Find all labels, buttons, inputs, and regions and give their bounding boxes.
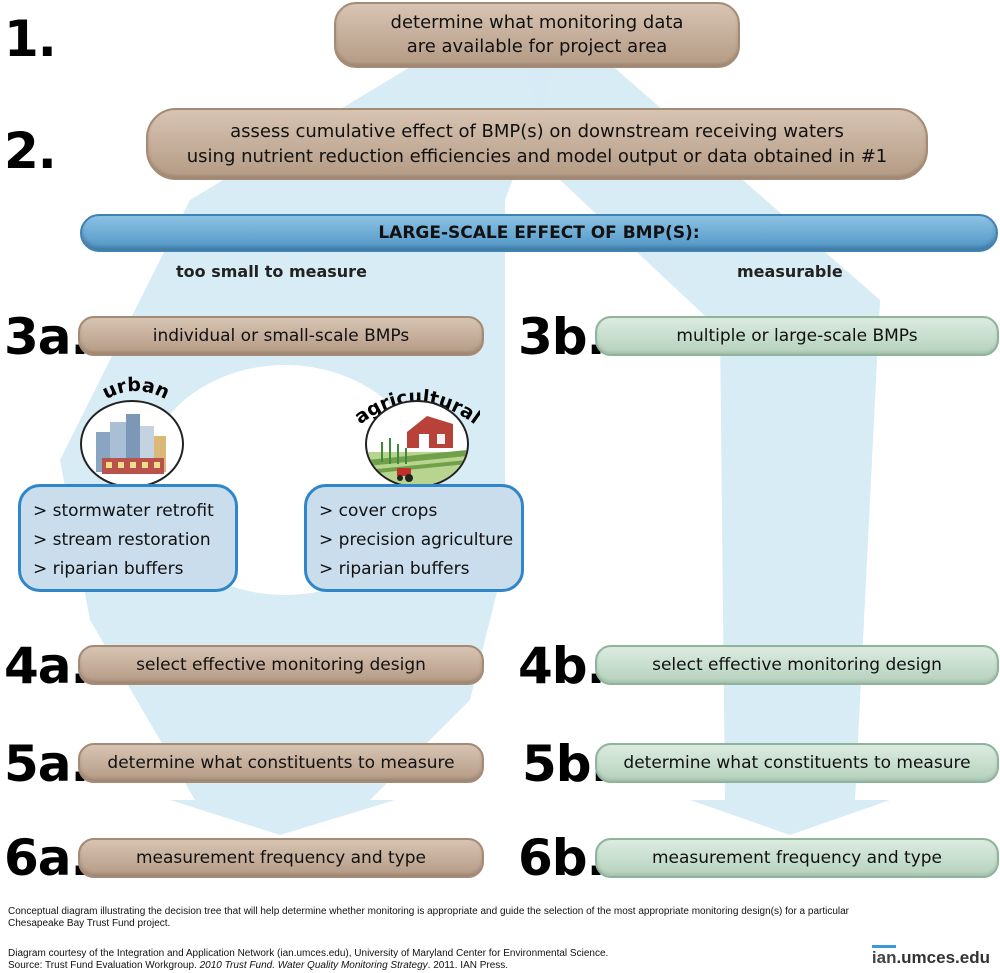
large-scale-effect-banner: LARGE-SCALE EFFECT OF BMP(S): bbox=[80, 214, 998, 252]
caption-line-1: Conceptual diagram illustrating the deci… bbox=[8, 906, 850, 917]
step-5a-label: determine what constituents to measure bbox=[107, 753, 455, 773]
branch-label-too-small: too small to measure bbox=[176, 262, 367, 281]
caption-line-2: Chesapeake Bay Trust Fund project. bbox=[8, 918, 171, 929]
urban-item-1: > stormwater retrofit bbox=[33, 501, 214, 521]
urban-item-2: > stream restoration bbox=[33, 530, 211, 550]
step-4b-label: select effective monitoring design bbox=[652, 655, 942, 675]
step-1-line-2: are available for project area bbox=[406, 36, 668, 57]
step-2-line-1: assess cumulative effect of BMP(s) on do… bbox=[230, 121, 844, 142]
step-4a-label: select effective monitoring design bbox=[136, 655, 426, 675]
step-6b-number: 6b. bbox=[518, 829, 606, 887]
step-3b-label: multiple or large-scale BMPs bbox=[676, 326, 918, 346]
farm-barn-icon bbox=[367, 416, 467, 486]
step-2-line-2: using nutrient reduction efficiencies an… bbox=[186, 146, 888, 167]
agricultural-item-3: > riparian buffers bbox=[319, 559, 470, 579]
step-5a-number: 5a. bbox=[4, 735, 90, 793]
urban-item-3: > riparian buffers bbox=[33, 559, 184, 579]
agricultural-item-2: > precision agriculture bbox=[319, 530, 514, 550]
step-3a-box: individual or small-scale BMPs bbox=[78, 316, 484, 356]
step-2-box: assess cumulative effect of BMP(s) on do… bbox=[146, 108, 928, 180]
logo-ian: ian bbox=[871, 945, 897, 967]
urban-bmp-list: > stormwater retrofit > stream restorati… bbox=[18, 484, 238, 592]
branch-label-measurable: measurable bbox=[737, 262, 843, 281]
step-4a-box: select effective monitoring design bbox=[78, 645, 484, 685]
step-6b-box: measurement frequency and type bbox=[595, 838, 999, 878]
agricultural-bmp-list: > cover crops > precision agriculture > … bbox=[304, 484, 524, 592]
step-5b-label: determine what constituents to measure bbox=[623, 753, 971, 773]
caption-source-line: Source: Trust Fund Evaluation Workgroup.… bbox=[8, 960, 808, 972]
step-5b-box: determine what constituents to measure bbox=[595, 743, 999, 783]
caption-credit-line: Diagram courtesy of the Integration and … bbox=[8, 948, 609, 959]
step-4b-box: select effective monitoring design bbox=[595, 645, 999, 685]
step-5a-box: determine what constituents to measure bbox=[78, 743, 484, 783]
step-2-number: 2. bbox=[4, 122, 57, 180]
urban-title: urban bbox=[99, 374, 173, 404]
caption-source-suffix: . 2011. IAN Press. bbox=[427, 960, 509, 971]
caption-source-prefix: Source: Trust Fund Evaluation Workgroup. bbox=[8, 960, 197, 971]
step-1-line-1: determine what monitoring data bbox=[390, 12, 684, 33]
step-4a-number: 4a. bbox=[4, 637, 90, 695]
step-4b-number: 4b. bbox=[518, 637, 606, 695]
step-1-number: 1. bbox=[4, 10, 57, 68]
caption-credit: Diagram courtesy of the Integration and … bbox=[8, 948, 808, 972]
step-3a-label: individual or small-scale BMPs bbox=[152, 326, 410, 346]
agricultural-item-1: > cover crops bbox=[319, 501, 438, 521]
step-5b-number: 5b. bbox=[522, 735, 610, 793]
urban-icon bbox=[80, 400, 184, 488]
step-3b-number: 3b. bbox=[518, 308, 606, 366]
step-6b-label: measurement frequency and type bbox=[651, 848, 943, 868]
step-6a-number: 6a. bbox=[4, 829, 90, 887]
step-1-box: determine what monitoring data are avail… bbox=[334, 2, 740, 68]
logo-domain: .umces.edu bbox=[896, 948, 990, 967]
city-buildings-icon bbox=[96, 414, 166, 474]
caption-source-title: 2010 Trust Fund. Water Quality Monitorin… bbox=[199, 960, 428, 971]
ian-umces-logo[interactable]: ian.umces.edu bbox=[871, 945, 990, 968]
large-scale-effect-label: LARGE-SCALE EFFECT OF BMP(S): bbox=[378, 223, 700, 243]
agricultural-icon bbox=[365, 400, 469, 488]
step-6a-label: measurement frequency and type bbox=[135, 848, 427, 868]
step-3b-box: multiple or large-scale BMPs bbox=[595, 316, 999, 356]
step-6a-box: measurement frequency and type bbox=[78, 838, 484, 878]
caption-description: Conceptual diagram illustrating the deci… bbox=[8, 906, 993, 930]
step-3a-number: 3a. bbox=[4, 308, 90, 366]
